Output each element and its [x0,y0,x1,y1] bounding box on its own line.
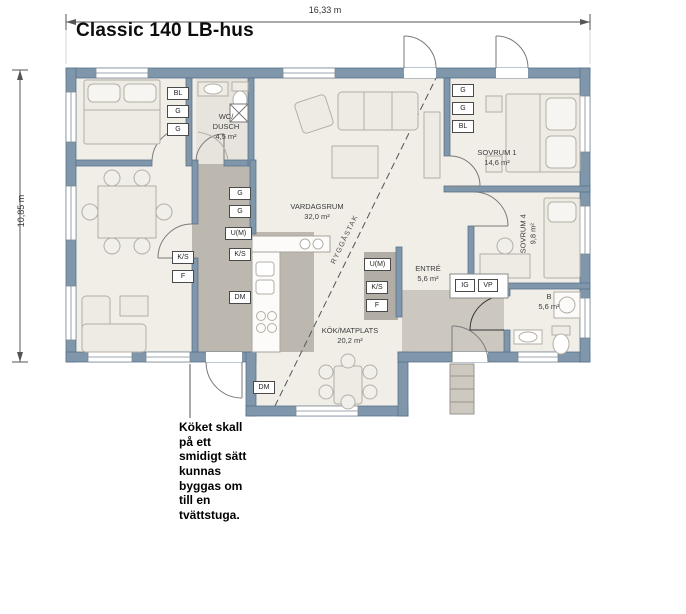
room-area: 5,6 m² [538,301,560,311]
room-name: SOVRUM 4 [518,214,528,254]
fixture-g-3: G [229,187,251,200]
kitchen-note: Köket skall på ett smidigt sätt kunnas b… [179,420,247,522]
room-name: SOVRUM 1 [477,148,517,157]
doors [151,35,529,399]
room-area: 14,6 m² [484,157,510,167]
fixture-ks-1: K/S [172,251,194,264]
fixture-um-2: U(M) [364,258,391,271]
fixture-um-1: U(M) [225,227,252,240]
fixture-g-2: G [167,123,189,136]
room-area: 32,0 m² [304,211,330,221]
fixture-bl-2: BL [452,120,474,133]
fixture-dm-1: DM [229,291,251,304]
windows [65,67,591,417]
fixture-ig: IG [455,279,475,292]
furniture [81,79,581,415]
room-area: 5,6 m² [417,273,439,283]
room-label-bad: B 5,6 m² [532,292,566,312]
room-name: KÖK/MATPLATS [321,326,379,335]
room-area: 9,8 m² [528,223,537,245]
room-name: ENTRÉ [415,264,441,273]
room-label-entre: ENTRÉ 5,6 m² [402,264,454,284]
ridge-line [271,73,439,413]
page-title: Classic 140 LB-hus [76,20,254,41]
dimension-height-label: 10,85 m [16,194,26,228]
fixture-g-5: G [452,84,474,97]
room-label-wc-dusch: WC/ DUSCH 4,5 m² [200,112,252,141]
room-name: DUSCH [212,121,240,131]
room-area: 4,5 m² [215,131,237,141]
fixture-g-1: G [167,105,189,118]
room-label-kok-matplats: KÖK/MATPLATS 20,2 m² [296,326,404,346]
room-name: B [546,292,552,301]
dimension-width-label: 16,33 m [308,5,342,15]
dimension-lines [12,14,591,363]
fixture-f-2: F [366,299,388,312]
room-name: WC/ [218,112,234,121]
room-name: VARDAGSRUM [290,202,344,211]
fixture-ks-3: K/S [366,281,388,294]
room-area: 20,2 m² [337,335,363,345]
room-label-sovrum-1: SOVRUM 1 14,6 m² [452,148,542,168]
fixture-g-6: G [452,102,474,115]
fixture-dm-2: DM [253,381,275,394]
fixture-ks-2: K/S [229,248,251,261]
fixture-bl-1: BL [167,87,189,100]
room-label-sovrum-4: SOVRUM 4 9,8 m² [518,194,538,274]
fixture-g-4: G [229,205,251,218]
room-label-vardagsrum: VARDAGSRUM 32,0 m² [265,202,369,222]
fixture-f-1: F [172,270,194,283]
fixture-vp: VP [478,279,498,292]
